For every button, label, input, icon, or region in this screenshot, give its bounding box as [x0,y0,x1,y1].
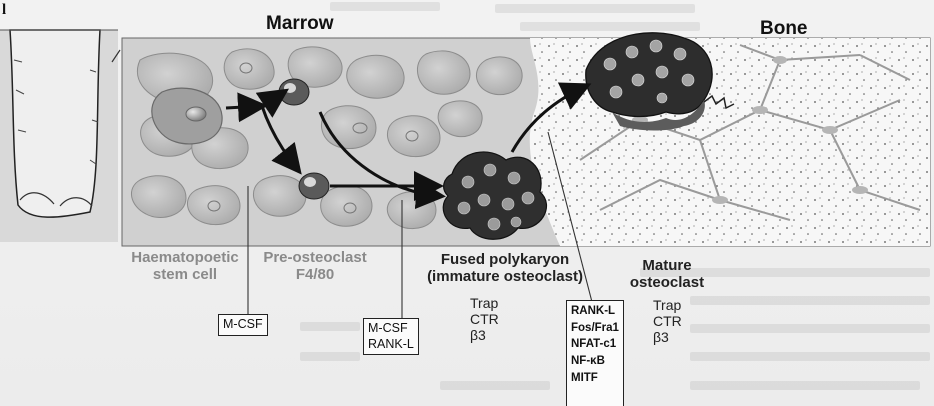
marker-item: CTR [470,311,499,327]
stage-label-pre-osteoclast: Pre-osteoclast F4/80 [252,249,378,284]
mature-markers: Trap CTR β3 [653,297,682,345]
stage-label-line: Haematopoetic [120,249,250,266]
factor-item: NF-κB [571,353,619,370]
factor-item: MITF [571,370,619,387]
stage-label-line: osteoclast [618,274,716,291]
factor-item: RANK-L [368,337,414,353]
marker-item: β3 [470,327,499,343]
factor-box-mcsf-rankl: M-CSF RANK-L [363,318,419,355]
stage-label-hsc: Haematopoetic stem cell [120,249,250,284]
factor-item: M-CSF [368,321,414,337]
bone-title: Bone [760,18,808,40]
marker-item: Trap [470,295,499,311]
stage-label-line: Pre-osteoclast [252,249,378,266]
stage-label-line: Fused polykaryon [398,251,612,268]
marker-item: β3 [653,329,682,345]
stage-label-line: (immature osteoclast) [398,268,612,285]
marker-item: Trap [653,297,682,313]
stage-label-line: F4/80 [252,266,378,283]
factor-item: RANK-L [571,303,619,320]
bone-sketch-inset [0,30,118,242]
stage-label-line: Mature [618,257,716,274]
panel-label: l [2,2,6,19]
factor-box-transcription: RANK-L Fos/Fra1 NFAT-c1 NF-κB MITF [566,300,624,406]
factor-item: NFAT-c1 [571,336,619,353]
factor-item: Fos/Fra1 [571,320,619,337]
immature-markers: Trap CTR β3 [470,295,499,343]
stage-label-line: stem cell [120,266,250,283]
marrow-title: Marrow [266,13,334,35]
factor-item: M-CSF [223,317,263,333]
stage-label-fused-polykaryon: Fused polykaryon (immature osteoclast) [398,251,612,286]
marker-item: CTR [653,313,682,329]
factor-box-mcsf: M-CSF [218,314,268,336]
fused-polykaryon-cell [443,152,546,239]
stage-label-mature-osteoclast: Mature osteoclast [618,257,716,292]
